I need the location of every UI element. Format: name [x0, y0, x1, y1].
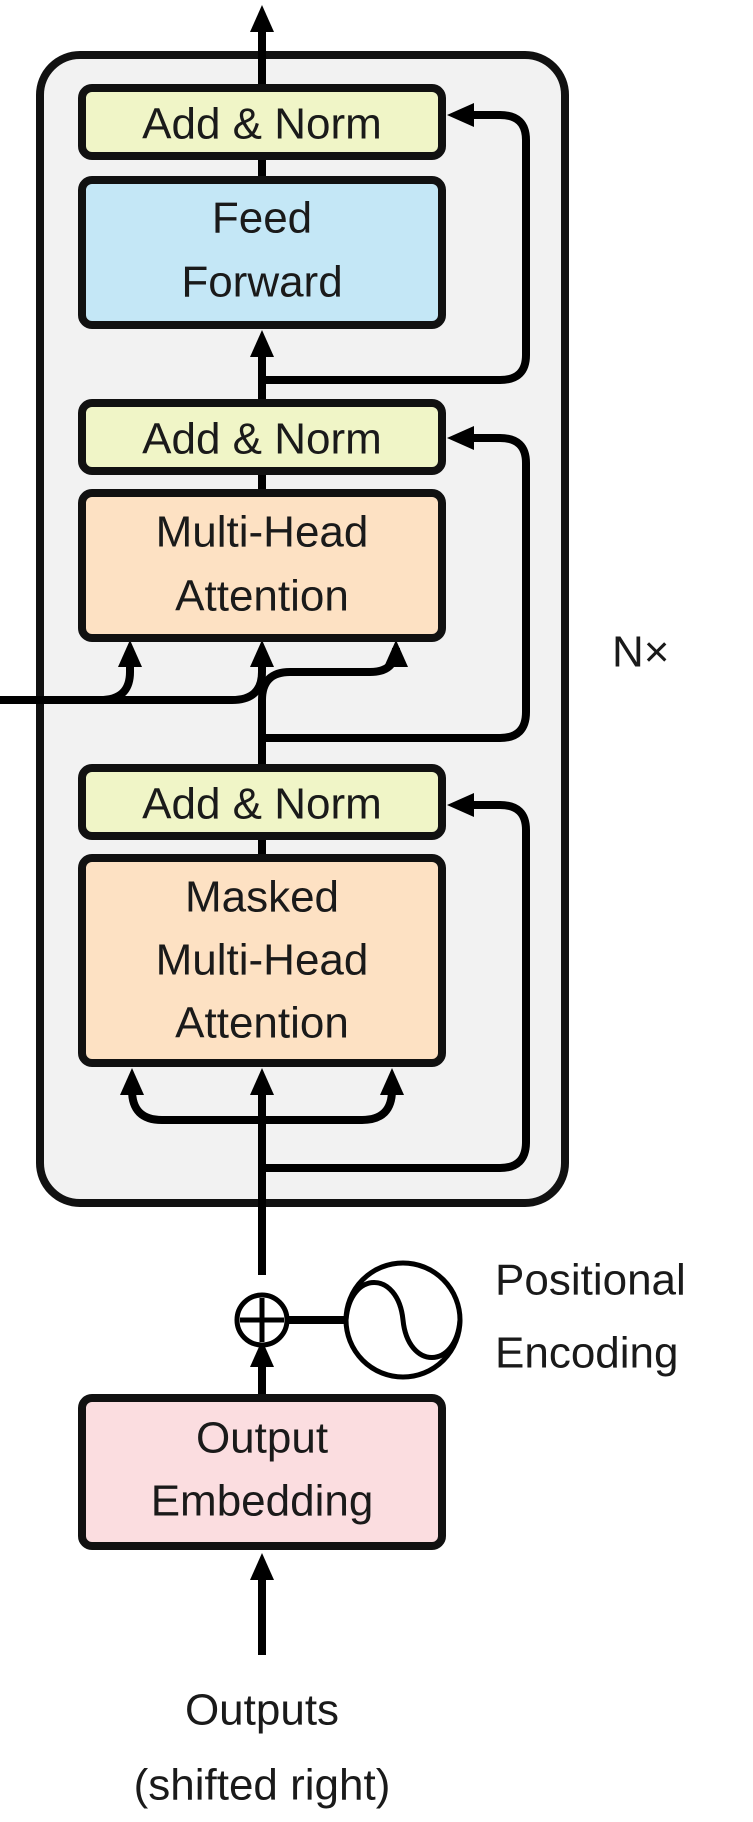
output-embedding-label-line-1: Output: [196, 1414, 328, 1463]
add-norm-bottom-label: Add & Norm: [142, 780, 382, 829]
sine-wave-icon: [343, 1260, 463, 1380]
cross-attention-label-line-1: Multi-Head: [156, 508, 369, 557]
add-norm-middle-label: Add & Norm: [142, 415, 382, 464]
add-norm-middle-box: [78, 399, 446, 475]
arrow-head-masked-k: [250, 1068, 274, 1095]
masked-attention-box: [78, 854, 446, 1067]
arrow-head-masked-q: [120, 1068, 144, 1095]
arrow-head-output: [250, 5, 274, 32]
positional-encoding-label-line-2: Encoding: [495, 1329, 678, 1378]
repeat-count-label: N×: [612, 628, 669, 677]
cross-attention-box: [78, 489, 446, 642]
outputs-label-line-2: (shifted right): [134, 1761, 391, 1810]
arrow-head-residual-top: [447, 103, 474, 127]
arrow-heads: [118, 5, 474, 1580]
arrow-head-residual-bottom: [447, 793, 474, 817]
residual-bottom: [262, 801, 530, 1172]
add-norm-top-label: Add & Norm: [142, 100, 382, 149]
masked-attention-label-line-2: Multi-Head: [156, 936, 369, 985]
circled-plus-icon: [234, 1292, 290, 1348]
masked-qkv-fanout: [128, 1089, 396, 1124]
connections: [0, 28, 530, 1655]
arrow-head-into-embedding: [250, 1553, 274, 1580]
add-norm-top-box: [78, 84, 446, 160]
arrow-head-attn-v: [384, 640, 408, 667]
residual-middle: [262, 434, 530, 742]
masked-attention-label-line-3: Attention: [175, 999, 349, 1048]
arrow-head-ff-input: [250, 330, 274, 357]
cross-attention-label-line-2: Attention: [175, 572, 349, 621]
feed-forward-label-line-2: Forward: [181, 258, 342, 307]
add-norm-bottom-box: [78, 764, 446, 840]
feed-forward-label-line-1: Feed: [212, 194, 312, 243]
encoder-input-branch: [100, 650, 266, 704]
arrow-head-residual-middle: [447, 426, 474, 450]
arrow-head-attn-q: [118, 640, 142, 667]
outputs-label-line-1: Outputs: [185, 1686, 339, 1735]
arrow-head-attn-k: [250, 640, 274, 667]
residual-top: [262, 111, 530, 384]
positional-encoding-label-line-1: Positional: [495, 1256, 686, 1305]
masked-attention-label-line-1: Masked: [185, 873, 339, 922]
output-embedding-label-line-2: Embedding: [151, 1477, 374, 1526]
feed-forward-box: [78, 176, 446, 329]
arrow-head-into-adder: [250, 1340, 274, 1367]
output-embedding-box: [78, 1394, 446, 1550]
arrow-head-masked-v: [380, 1068, 404, 1095]
